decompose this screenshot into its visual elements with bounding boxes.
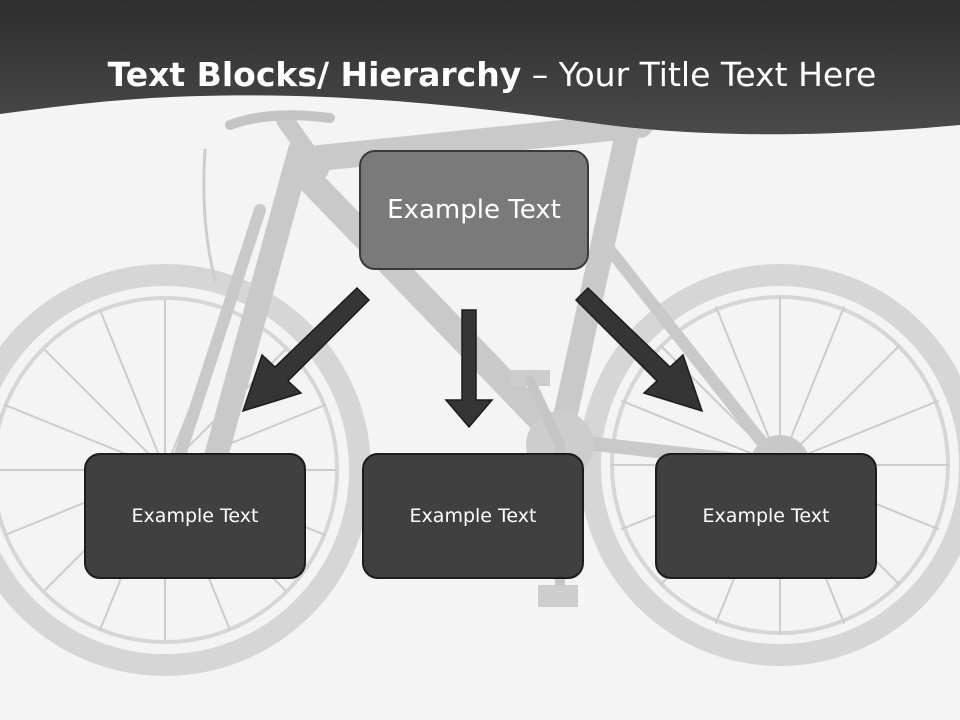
slide-title: Text Blocks/ Hierarchy – Your Title Text… xyxy=(0,52,960,98)
title-bold-part: Text Blocks/ Hierarchy xyxy=(107,55,522,94)
child-text-label: Example Text xyxy=(409,505,537,527)
hierarchy-arrows xyxy=(241,286,704,429)
child-text-label: Example Text xyxy=(702,505,830,527)
header-band xyxy=(0,0,960,135)
arrow-to-right-box xyxy=(574,286,704,413)
arrow-to-left-box xyxy=(241,286,371,413)
title-separator: – xyxy=(531,55,549,94)
child-text-block-right: Example Text xyxy=(655,453,877,579)
child-text-block-left: Example Text xyxy=(84,453,306,579)
child-text-label: Example Text xyxy=(131,505,259,527)
root-text-label: Example Text xyxy=(387,195,561,225)
child-text-block-middle: Example Text xyxy=(362,453,584,579)
title-regular-part: Your Title Text Here xyxy=(558,55,877,94)
arrow-to-middle-box xyxy=(444,309,494,429)
root-text-block: Example Text xyxy=(359,150,589,270)
